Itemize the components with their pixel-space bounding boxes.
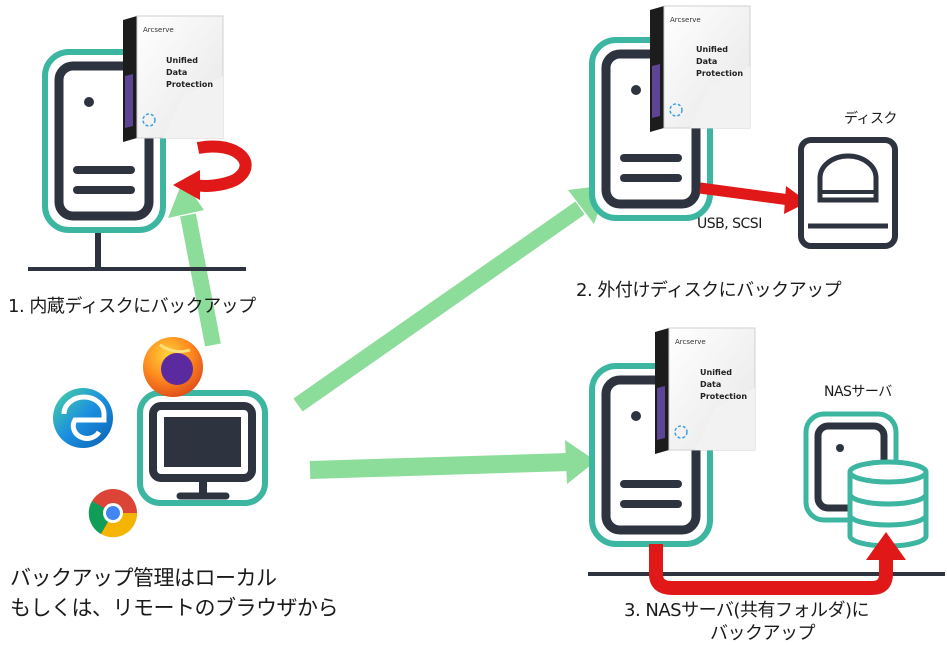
svg-text:Arcserve: Arcserve: [143, 26, 174, 34]
disk-label: ディスク: [844, 111, 898, 127]
svg-text:Protection: Protection: [696, 69, 743, 78]
svg-text:Arcserve: Arcserve: [675, 338, 706, 346]
management-label: バックアップ管理はローカル もしくは、リモートのブラウザから: [10, 566, 339, 620]
chrome-icon: [88, 489, 138, 538]
edge-icon: [53, 388, 113, 448]
svg-text:Data: Data: [700, 380, 721, 389]
step1-label: 1. 内蔵ディスクにバックアップ: [8, 296, 256, 317]
nas-label: NASサーバ: [824, 384, 892, 400]
green-arrow-right: [309, 440, 596, 484]
svg-text:Arcserve: Arcserve: [670, 16, 701, 24]
product-box-3: Arcserve Unified Data Protection: [654, 327, 756, 455]
svg-text:Unified: Unified: [696, 45, 728, 54]
svg-text:Unified: Unified: [700, 368, 732, 377]
disk-icon: [798, 137, 898, 249]
step3-label-line2: バックアップ: [710, 623, 816, 644]
green-arrow-up: [168, 180, 221, 347]
step3-label-line1: 3. NASサーバ(共有フォルダ)に: [624, 600, 869, 621]
usb-label: USB, SCSI: [697, 216, 762, 232]
server-local: [28, 52, 246, 271]
monitor-icon: [137, 390, 268, 506]
product-box-2: Arcserve Unified Data Protection: [649, 5, 751, 133]
svg-text:Data: Data: [166, 68, 187, 77]
svg-text:Protection: Protection: [166, 80, 213, 89]
svg-text:Data: Data: [696, 57, 717, 66]
svg-text:Unified: Unified: [166, 56, 198, 65]
firefox-icon: [143, 337, 203, 397]
red-arrow-loop: [173, 140, 252, 200]
green-arrow-diagonal: [293, 185, 608, 412]
red-arrow-nas: [649, 532, 906, 595]
svg-text:Protection: Protection: [700, 392, 747, 401]
step2-label: 2. 外付けディスクにバックアップ: [576, 280, 842, 301]
red-arrow-usb: [699, 182, 808, 214]
database-icon: [847, 459, 929, 549]
product-box-1: Arcserve Unified Data Protection: [122, 15, 224, 143]
